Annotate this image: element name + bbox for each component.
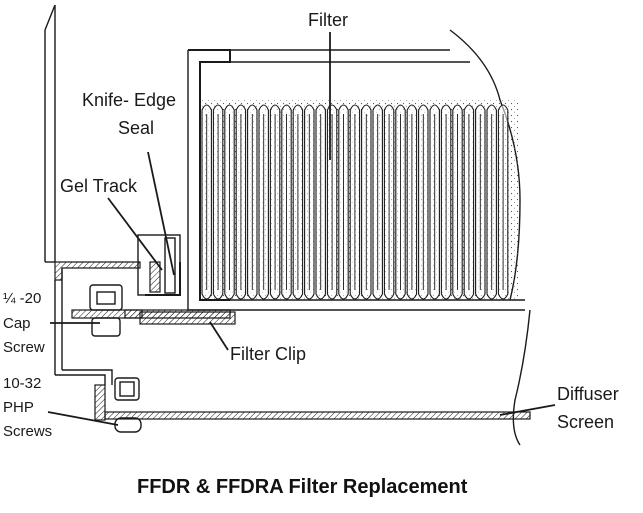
label-cap-screw-line2: Cap [3, 315, 31, 332]
label-filter-clip: Filter Clip [230, 344, 306, 364]
filter-clip [139, 311, 236, 325]
filter-pleats [201, 104, 509, 300]
diffuser-screen [104, 309, 531, 446]
filter-media [200, 100, 518, 300]
label-diffuser-line1: Diffuser [557, 384, 619, 404]
label-filter: Filter [308, 10, 348, 30]
label-knife-edge-line1: Knife- Edge [82, 90, 176, 110]
label-php-line2: PHP [3, 399, 34, 416]
label-knife-edge-line2: Seal [118, 118, 154, 138]
label-php-line3: Screws [3, 423, 52, 440]
label-cap-screw-line1: ¼ -20 [3, 290, 41, 307]
leader-lines [47, 32, 556, 426]
label-cap-screw-line3: Screw [3, 339, 45, 356]
label-php-line1: 10-32 [3, 375, 41, 392]
php-screw [94, 377, 142, 433]
diagram-caption: FFDR & FFDRA Filter Replacement [137, 476, 468, 498]
housing-wall [44, 4, 56, 263]
label-diffuser-line2: Screen [557, 412, 614, 432]
text-labels: Filter Knife- Edge Seal Gel Track ¼ -20 … [3, 10, 619, 498]
label-gel-track: Gel Track [60, 176, 138, 196]
cap-screw [71, 284, 143, 337]
